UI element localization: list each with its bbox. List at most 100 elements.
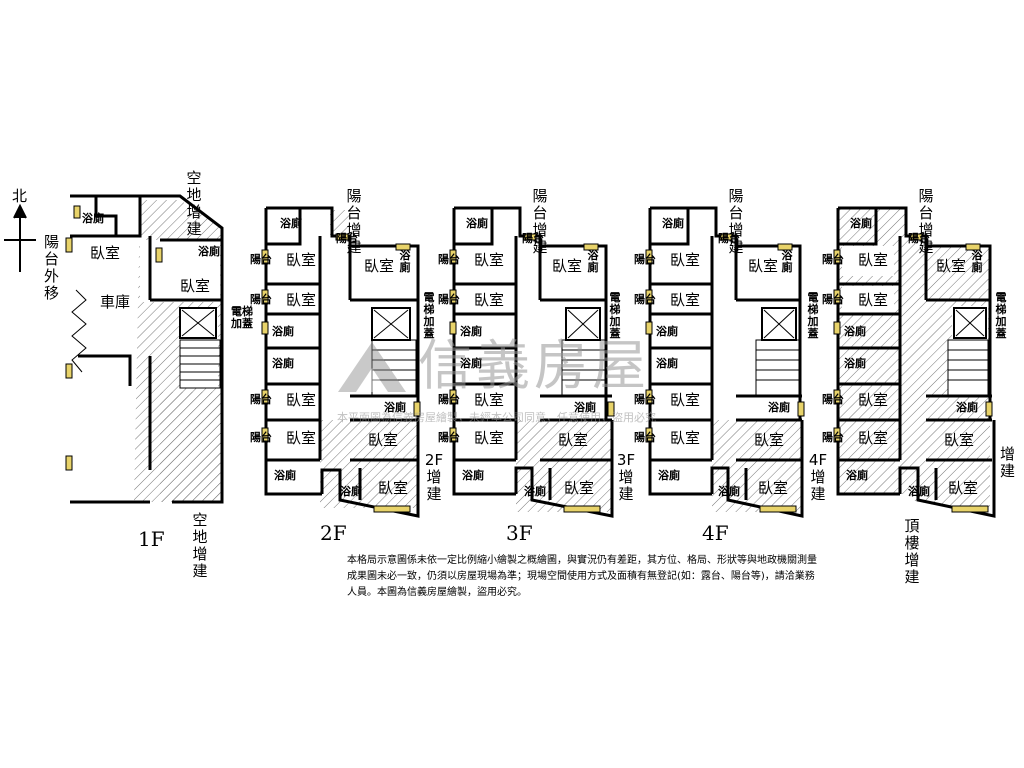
label-1f-bath-2: 浴廁 [198, 245, 220, 258]
label-3f-bedroom-3: 臥室 [474, 291, 505, 309]
label-3f-elevator: 電梯加蓋 [609, 291, 621, 340]
label-roof-bath-1: 浴廁 [850, 217, 872, 230]
label-3f-bedroom-5: 臥室 [474, 429, 505, 447]
label-roof-bedroom-5: 臥室 [858, 429, 889, 447]
label-2f-balcony-1: 陽台 [250, 253, 272, 266]
label-3f-bath-2: 浴廁 [587, 249, 599, 274]
label-2f-bath-2: 浴廁 [399, 249, 411, 274]
label-2f-bedroom-1: 臥室 [286, 251, 317, 269]
label-3f-bedroom-7: 臥室 [564, 479, 595, 497]
label-3f-bedroom-1: 臥室 [474, 251, 505, 269]
label-3f-balcony-1: 陽台 [438, 253, 460, 266]
label-4f-bath-1: 浴廁 [662, 217, 684, 230]
label-4f-bedroom-3: 臥室 [670, 291, 701, 309]
label-2f-elevator: 電梯加蓋 [423, 291, 435, 340]
floor-label-4f: 4F [702, 521, 729, 545]
label-4f-bath-2: 浴廁 [781, 249, 793, 274]
label-1f-bedroom-2: 臥室 [180, 277, 211, 295]
label-4f-bedroom-7: 臥室 [758, 479, 789, 497]
label-roof-balcony-4: 陽台 [822, 431, 844, 444]
label-roof-added-bottom: 頂樓增建 [904, 517, 920, 586]
label-3f-bath-5: 浴廁 [574, 401, 596, 414]
label-2f-bath-1: 浴廁 [280, 217, 302, 230]
watermark-logo-icon [338, 342, 406, 392]
label-3f-balcony-added: 陽台增建 [532, 187, 548, 256]
floor-roof-plan [833, 206, 996, 518]
label-4f-bedroom-1: 臥室 [670, 251, 701, 269]
label-roof-bedroom-1: 臥室 [858, 251, 889, 269]
label-roof-added: 增建 [1000, 445, 1016, 480]
watermark-brand: 信義房屋 [418, 334, 650, 397]
label-2f-bedroom-2: 臥室 [364, 257, 395, 275]
label-roof-bedroom-4: 臥室 [858, 391, 889, 409]
label-3f-bath-7: 浴廁 [524, 485, 546, 498]
label-2f-balcony-added: 陽台增建 [346, 187, 362, 256]
label-3f-balcony-3: 陽台 [438, 393, 460, 406]
label-3f-bath-4: 浴廁 [460, 357, 482, 370]
label-roof-bath-5: 浴廁 [956, 401, 978, 414]
label-4f-balcony-top: 陽台 [718, 232, 740, 245]
label-1f-elevator: 電梯加蓋 [231, 305, 253, 330]
label-3f-balcony-2: 陽台 [438, 293, 460, 306]
label-1f-garage: 車庫 [100, 293, 131, 311]
label-2f-added: 2F增建 [424, 451, 444, 503]
label-2f-bedroom-5: 臥室 [286, 429, 317, 447]
floor-1f-plan [65, 194, 224, 504]
label-roof-bath-3: 浴廁 [844, 325, 866, 338]
label-2f-bath-6: 浴廁 [274, 469, 296, 482]
floor-3f-plan [449, 206, 615, 518]
label-2f-bedroom-6: 臥室 [368, 431, 399, 449]
label-4f-balcony-2: 陽台 [634, 293, 656, 306]
floor-label-3f: 3F [506, 521, 533, 545]
label-2f-balcony-2: 陽台 [250, 293, 272, 306]
label-2f-bedroom-4: 臥室 [286, 391, 317, 409]
label-4f-bedroom-6: 臥室 [754, 431, 785, 449]
label-roof-balcony-2: 陽台 [822, 293, 844, 306]
label-2f-balcony-3: 陽台 [250, 393, 272, 406]
label-4f-balcony-3: 陽台 [634, 393, 656, 406]
label-3f-balcony-top: 陽台 [522, 232, 544, 245]
label-3f-balcony-4: 陽台 [438, 431, 460, 444]
label-roof-bedroom-2: 臥室 [936, 257, 967, 275]
label-roof-bath-4: 浴廁 [844, 357, 866, 370]
label-1f-vacant-added-bottom: 空地增建 [192, 511, 208, 580]
label-2f-bath-4: 浴廁 [272, 357, 294, 370]
compass-icon [4, 203, 36, 272]
label-2f-bath-3: 浴廁 [272, 325, 294, 338]
label-roof-bedroom-3: 臥室 [858, 291, 889, 309]
label-2f-bedroom-7: 臥室 [378, 479, 409, 497]
floor-4f-plan [645, 206, 805, 518]
disclaimer-text: 本格局示意圖係未依一定比例縮小繪製之概繪圖，與實況仍有差距，其方位、格局、形狀等… [347, 555, 817, 598]
label-roof-elevator: 電梯加蓋 [995, 291, 1007, 340]
label-4f-bedroom-2: 臥室 [748, 257, 779, 275]
label-2f-bedroom-3: 臥室 [286, 291, 317, 309]
label-4f-elevator: 電梯加蓋 [807, 291, 819, 340]
label-4f-balcony-4: 陽台 [634, 431, 656, 444]
label-roof-bedroom-7: 臥室 [948, 479, 979, 497]
label-4f-balcony-added: 陽台增建 [728, 187, 744, 256]
label-2f-bath-7: 浴廁 [340, 485, 362, 498]
label-4f-bath-4: 浴廁 [656, 357, 678, 370]
label-4f-bath-7: 浴廁 [718, 485, 740, 498]
label-4f-added: 4F增建 [808, 451, 828, 503]
label-roof-bath-2: 浴廁 [971, 249, 983, 274]
label-roof-balcony-1: 陽台 [822, 253, 844, 266]
label-4f-bedroom-5: 臥室 [670, 429, 701, 447]
label-1f-bath: 浴廁 [82, 212, 104, 225]
label-roof-bath-7: 浴廁 [908, 485, 930, 498]
label-2f-balcony-top: 陽台 [336, 232, 358, 245]
floor-label-1f: 1F [138, 527, 165, 551]
label-3f-bath-6: 浴廁 [462, 469, 484, 482]
label-3f-bedroom-6: 臥室 [558, 431, 589, 449]
label-3f-bath-1: 浴廁 [466, 217, 488, 230]
floor-label-2f: 2F [320, 521, 347, 545]
label-2f-balcony-4: 陽台 [250, 431, 272, 444]
label-roof-balcony-top: 陽台 [908, 232, 930, 245]
label-3f-bedroom-4: 臥室 [474, 391, 505, 409]
label-4f-bath-3: 浴廁 [656, 325, 678, 338]
label-4f-bath-6: 浴廁 [658, 469, 680, 482]
watermark-notice: 本平面圖為信義房屋繪製，未經本公司同意，任意使用，盜用必究 [337, 411, 656, 424]
label-2f-bath-5: 浴廁 [384, 401, 406, 414]
label-3f-added: 3F增建 [616, 451, 636, 503]
